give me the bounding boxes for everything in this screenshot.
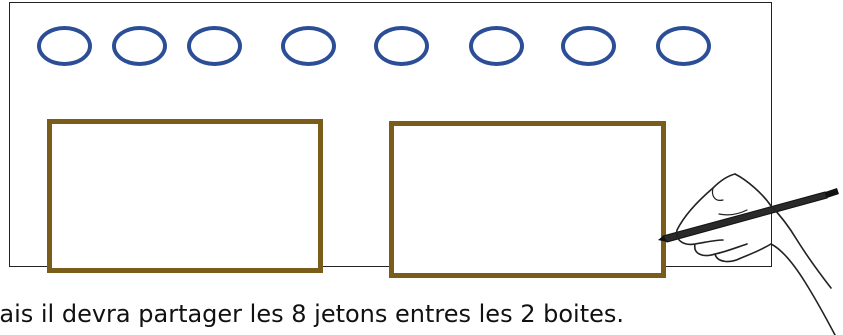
token-7 xyxy=(561,26,616,66)
token-1 xyxy=(37,26,92,66)
token-6 xyxy=(469,26,524,66)
token-8 xyxy=(656,26,711,66)
instruction-caption: mais il devra partager les 8 jetons entr… xyxy=(0,294,816,334)
box-2 xyxy=(389,121,666,278)
token-3 xyxy=(187,26,242,66)
token-4 xyxy=(281,26,336,66)
token-5 xyxy=(374,26,429,66)
token-2 xyxy=(112,26,167,66)
box-1 xyxy=(47,119,323,273)
